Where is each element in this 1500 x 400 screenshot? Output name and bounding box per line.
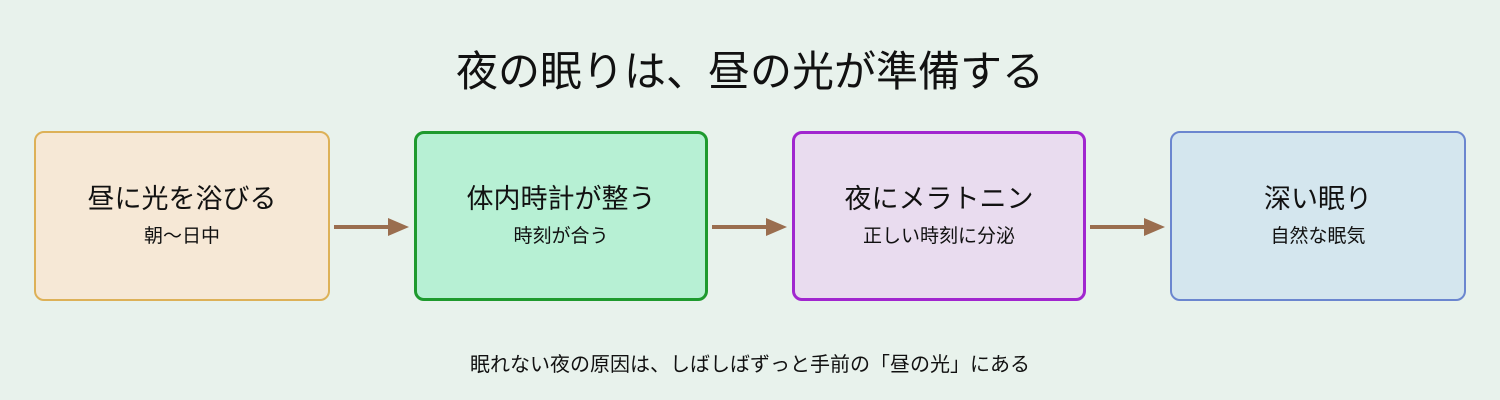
diagram-title: 夜の眠りは、昼の光が準備する — [455, 47, 1044, 96]
step-title: 深い眠り — [1264, 184, 1372, 215]
arrow-3-to-4 — [1090, 218, 1165, 236]
step-subtitle: 正しい時刻に分泌 — [862, 225, 1015, 247]
step-title: 体内時計が整う — [466, 184, 656, 215]
step-title: 昼に光を浴びる — [87, 184, 277, 215]
arrow-2-to-3 — [712, 218, 787, 236]
step-subtitle: 朝〜日中 — [143, 225, 220, 247]
step-melatonin: 夜にメラトニン 正しい時刻に分泌 — [792, 131, 1086, 301]
step-subtitle: 自然な眠気 — [1270, 225, 1366, 247]
footer-caption: 眠れない夜の原因は、しばしばずっと手前の「昼の光」にある — [470, 352, 1030, 376]
step-deep-sleep: 深い眠り 自然な眠気 — [1170, 131, 1466, 301]
step-sunlight: 昼に光を浴びる 朝〜日中 — [34, 131, 330, 301]
step-title: 夜にメラトニン — [844, 184, 1034, 215]
arrow-1-to-2 — [334, 218, 409, 236]
step-body-clock: 体内時計が整う 時刻が合う — [414, 131, 708, 301]
step-subtitle: 時刻が合う — [513, 225, 609, 247]
